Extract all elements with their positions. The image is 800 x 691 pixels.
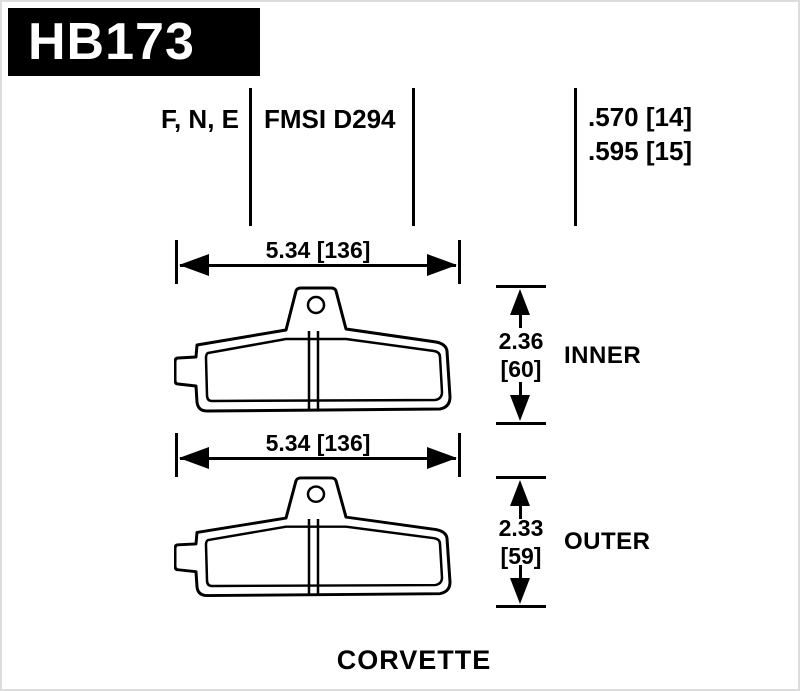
arrowhead-left-icon [179,254,209,276]
extension-line [458,240,461,284]
height-dimension-inner: 2.36 [60] [496,285,546,425]
extension-line [496,422,546,425]
pad-backplate-outline [174,476,452,597]
dimension-line [518,312,522,328]
outer-pad-label: OUTER [564,528,651,555]
arrowhead-right-icon [427,254,457,276]
height-dimension-label: 2.33 [59] [488,514,554,570]
height-dimension-label: 2.36 [60] [488,327,554,383]
height-value-mm: [59] [500,543,542,569]
arrowhead-left-icon [179,447,209,469]
arrowhead-down-icon [510,578,530,604]
divider-line [249,88,252,226]
mounting-hole [306,295,326,315]
height-value-mm: [60] [500,356,542,382]
pad-thickness-line-2: .595 [15] [588,136,693,166]
pad-backplate-outline [174,286,452,413]
arrowhead-up-icon [510,480,530,506]
part-number-box: HB173 [8,8,260,76]
dimension-line [518,503,522,519]
width-dimension-inner: 5.34 [136] [175,237,461,284]
arrowhead-right-icon [427,447,457,469]
width-dimension-label: 5.34 [136] [265,237,371,263]
friction-material-outline [204,337,444,403]
extension-line [175,240,178,284]
application-name: CORVETTE [336,645,492,675]
mounting-hole [306,485,326,504]
friction-material-outline [204,525,444,588]
width-dimension-label: 5.34 [136] [265,430,371,456]
divider-line [412,88,415,226]
extension-line [496,605,546,608]
divider-line [574,88,577,226]
pad-thickness-line-1: .570 [14] [588,102,693,132]
extension-line [496,476,546,479]
compound-codes: F, N, E [160,104,239,134]
extension-line [458,433,461,477]
extension-line [175,433,178,477]
width-dimension-outer: 5.34 [136] [175,430,461,477]
height-dimension-outer: 2.33 [59] [496,476,546,608]
dimension-line [518,382,522,398]
dimension-line [180,264,456,267]
dimension-line [180,457,456,460]
arrowhead-down-icon [510,395,530,421]
brake-pad-outer-drawing [174,476,452,597]
center-slot-lines [307,331,320,409]
inner-pad-label: INNER [564,342,642,369]
center-slot-lines [307,519,320,594]
height-value-inches: 2.33 [498,515,544,541]
dimension-line [518,565,522,581]
extension-line [496,285,546,288]
height-value-inches: 2.36 [498,328,544,354]
brake-pad-inner-drawing [174,286,452,413]
fmsi-number: FMSI D294 [264,104,396,134]
arrowhead-up-icon [510,289,530,315]
part-number: HB173 [28,13,195,71]
